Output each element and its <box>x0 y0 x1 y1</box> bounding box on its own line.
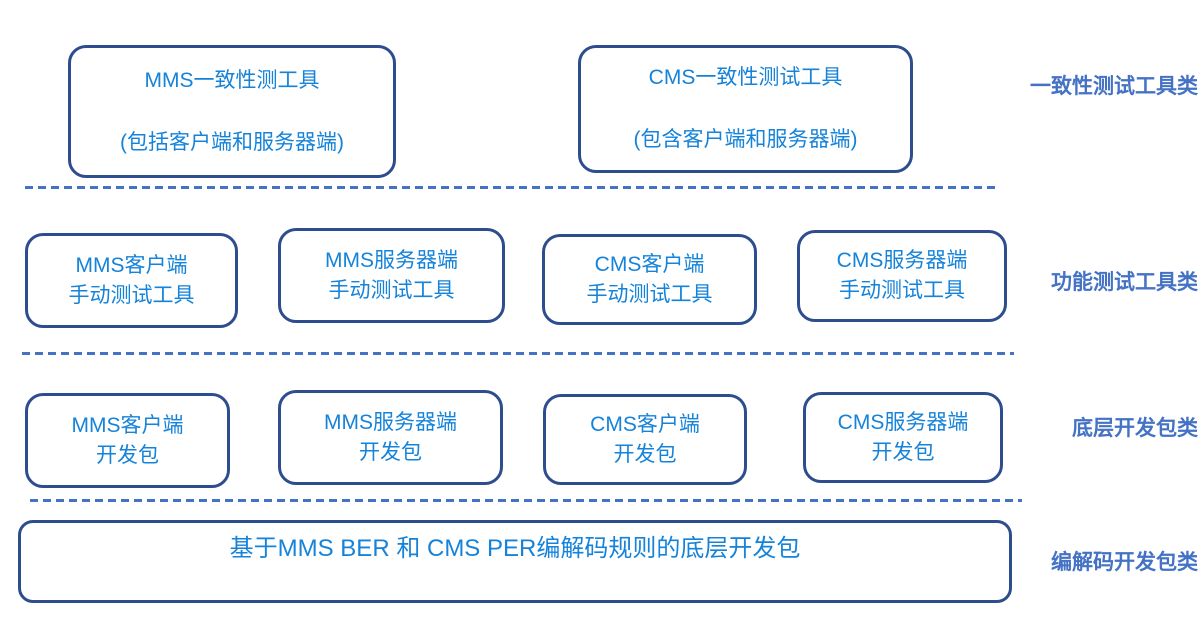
box-cms-client-manual-test-tool: CMS客户端 手动测试工具 <box>542 234 757 325</box>
box-subtitle: 开发包 <box>96 443 159 467</box>
box-title: MMS客户端 <box>71 413 184 437</box>
box-mms-client-devkit: MMS客户端 开发包 <box>25 393 230 488</box>
layer-label-codec-devkit: 编解码开发包类 <box>1051 551 1198 574</box>
box-title: CMS一致性测试工具 <box>648 66 843 90</box>
box-cms-server-manual-test-tool: CMS服务器端 手动测试工具 <box>797 230 1007 322</box>
box-mms-server-manual-test-tool: MMS服务器端 手动测试工具 <box>278 228 505 323</box>
box-subtitle: 手动测试工具 <box>839 279 965 302</box>
box-title: CMS服务器端 <box>837 410 969 434</box>
layer-divider <box>22 352 1014 355</box>
box-mms-conformance-tool: MMS一致性测工具 (包括客户端和服务器端) <box>68 45 396 178</box>
box-title: CMS客户端 <box>590 412 700 436</box>
box-title: MMS客户端 <box>75 253 188 277</box>
box-subtitle: 开发包 <box>613 442 677 466</box>
box-title: MMS服务器端 <box>324 410 457 434</box>
layer-label-conformance-tools: 一致性测试工具类 <box>1030 75 1198 98</box>
layer-divider <box>25 186 1000 189</box>
layer-label-function-test-tools: 功能测试工具类 <box>1051 271 1198 294</box>
box-subtitle: (包括客户端和服务器端) <box>120 130 344 154</box>
box-subtitle: 手动测试工具 <box>68 283 195 307</box>
box-cms-conformance-tool: CMS一致性测试工具 (包含客户端和服务器端) <box>578 45 913 173</box>
box-title: MMS一致性测工具 <box>144 68 320 92</box>
box-codec-devkit: 基于MMS BER 和 CMS PER编解码规则的底层开发包 <box>18 520 1012 603</box>
box-subtitle: 手动测试工具 <box>328 278 455 302</box>
box-subtitle: 开发包 <box>871 440 935 464</box>
box-mms-client-manual-test-tool: MMS客户端 手动测试工具 <box>25 233 238 328</box>
box-cms-server-devkit: CMS服务器端 开发包 <box>803 392 1003 483</box>
box-cms-client-devkit: CMS客户端 开发包 <box>543 394 747 485</box>
layer-label-devkits: 底层开发包类 <box>1072 417 1198 440</box>
box-title: CMS服务器端 <box>836 249 968 273</box>
layer-divider <box>30 499 1022 502</box>
box-subtitle: (包含客户端和服务器端) <box>633 128 858 151</box>
box-mms-server-devkit: MMS服务器端 开发包 <box>278 390 503 485</box>
box-subtitle: 手动测试工具 <box>586 282 713 306</box>
box-title: 基于MMS BER 和 CMS PER编解码规则的底层开发包 <box>229 535 801 563</box>
box-title: CMS客户端 <box>594 252 705 276</box>
box-title: MMS服务器端 <box>325 248 458 272</box>
box-subtitle: 开发包 <box>359 440 422 464</box>
